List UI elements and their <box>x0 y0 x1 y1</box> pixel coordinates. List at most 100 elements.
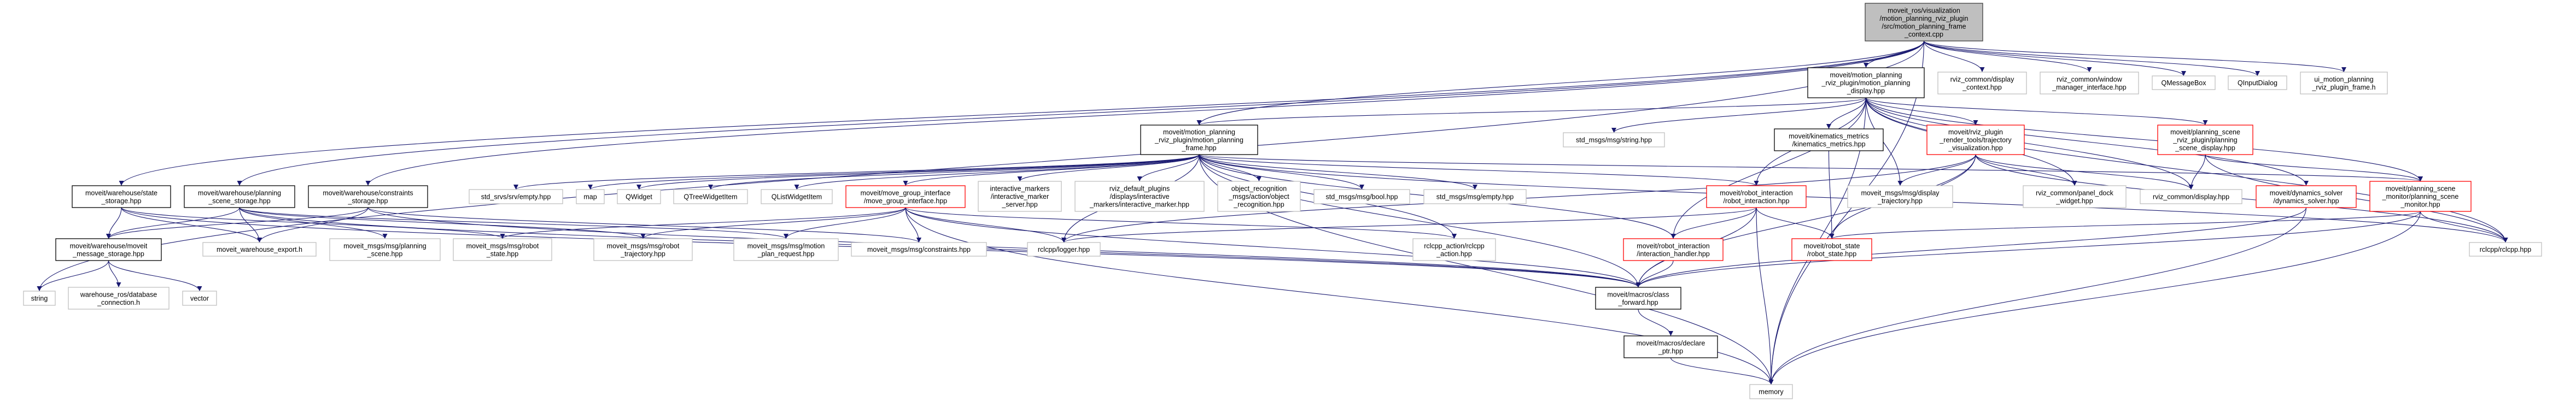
node-qlistwidgetitem[interactable]: QListWidgetItem <box>761 189 833 204</box>
node-rviz_display[interactable]: rviz_common/display.hpp <box>2140 189 2242 204</box>
node-box[interactable] <box>978 181 1062 212</box>
node-std_bool[interactable]: std_msgs/msg/bool.hpp <box>1313 189 1410 204</box>
node-box[interactable] <box>576 189 605 204</box>
node-box[interactable] <box>1217 181 1301 212</box>
node-box[interactable] <box>2023 185 2127 208</box>
node-rclcpp[interactable]: rclcpp/rclcpp.hpp <box>2469 242 2542 257</box>
node-box[interactable] <box>23 291 56 306</box>
node-class_forward[interactable]: moveit/macros/class_forward.hpp <box>1595 287 1681 310</box>
node-display_traj[interactable]: moveit_msgs/msg/display_trajectory.hpp <box>1847 185 1953 208</box>
node-box[interactable] <box>1807 67 1925 98</box>
node-box[interactable] <box>1027 242 1101 257</box>
node-root[interactable]: moveit_ros/visualization/motion_planning… <box>1865 3 1983 42</box>
node-msg_robot_traj[interactable]: moveit_msgs/msg/robot_trajectory.hpp <box>593 238 693 261</box>
node-box[interactable] <box>55 238 162 261</box>
node-robot_interaction[interactable]: moveit/robot_interaction/robot_interacti… <box>1706 185 1807 208</box>
node-box[interactable] <box>184 185 295 208</box>
node-box[interactable] <box>1749 384 1793 399</box>
node-box[interactable] <box>1140 125 1258 155</box>
node-constraints_storage[interactable]: moveit/warehouse/constraints_storage.hpp <box>308 185 428 208</box>
node-box[interactable] <box>2040 72 2139 94</box>
node-box[interactable] <box>845 185 966 208</box>
node-msg_robot_state[interactable]: moveit_msgs/msg/robot_state.hpp <box>453 238 552 261</box>
node-box[interactable] <box>1706 185 1807 208</box>
node-box[interactable] <box>68 287 170 310</box>
node-box[interactable] <box>1623 238 1724 261</box>
node-move_group[interactable]: moveit/move_group_interface/move_group_i… <box>845 185 966 208</box>
node-box[interactable] <box>308 185 428 208</box>
node-qwidget[interactable]: QWidget <box>617 189 661 204</box>
node-msg_constraints[interactable]: moveit_msgs/msg/constraints.hpp <box>851 242 987 257</box>
node-state_storage[interactable]: moveit/warehouse/state_storage.hpp <box>72 185 171 208</box>
node-box[interactable] <box>2369 181 2472 212</box>
node-panel_dock[interactable]: rviz_common/panel_dock_widget.hpp <box>2023 185 2127 208</box>
node-box[interactable] <box>1412 238 1496 261</box>
node-box[interactable] <box>1937 72 2027 94</box>
node-box[interactable] <box>2300 72 2388 94</box>
node-box[interactable] <box>1847 185 1953 208</box>
node-std_srvs_empty[interactable]: std_srvs/srv/empty.hpp <box>469 189 563 204</box>
node-box[interactable] <box>1623 335 1718 358</box>
node-qinputdialog[interactable]: QInputDialog <box>2228 75 2287 90</box>
node-ps_display[interactable]: moveit/planning_scene_rviz_plugin/planni… <box>2157 125 2253 155</box>
node-logger[interactable]: rclcpp/logger.hpp <box>1027 242 1101 257</box>
node-dyn_solver[interactable]: moveit/dynamics_solver/dynamics_solver.h… <box>2256 185 2357 208</box>
node-std_empty[interactable]: std_msgs/msg/empty.hpp <box>1423 189 1527 204</box>
node-box[interactable] <box>469 189 563 204</box>
node-robot_state[interactable]: moveit/robot_state/robot_state.hpp <box>1791 238 1872 261</box>
node-box[interactable] <box>733 238 839 261</box>
node-db_conn[interactable]: warehouse_ros/database_connection.h <box>68 287 170 310</box>
node-memory[interactable]: memory <box>1749 384 1793 399</box>
node-rviz_default[interactable]: rviz_default_plugins/displays/interactiv… <box>1074 181 1205 212</box>
node-msg_storage[interactable]: moveit/warehouse/moveit_message_storage.… <box>55 238 162 261</box>
node-mp_display[interactable]: moveit/motion_planning_rviz_plugin/motio… <box>1807 67 1925 98</box>
node-box[interactable] <box>617 189 661 204</box>
node-display_context[interactable]: rviz_common/display_context.hpp <box>1937 72 2027 94</box>
node-wh_export[interactable]: moveit_warehouse_export.h <box>202 242 317 257</box>
node-traj_vis[interactable]: moveit/rviz_plugin_render_tools/trajecto… <box>1926 125 2025 155</box>
node-box[interactable] <box>1774 128 1884 151</box>
node-window_manager[interactable]: rviz_common/window_manager_interface.hpp <box>2040 72 2139 94</box>
node-declare_ptr[interactable]: moveit/macros/declare_ptr.hpp <box>1623 335 1718 358</box>
node-box[interactable] <box>1563 132 1665 147</box>
node-qmessagebox[interactable]: QMessageBox <box>2152 75 2216 90</box>
node-box[interactable] <box>761 189 833 204</box>
node-vector[interactable]: vector <box>182 291 217 306</box>
node-box[interactable] <box>2469 242 2542 257</box>
node-box[interactable] <box>1313 189 1410 204</box>
node-box[interactable] <box>2228 75 2287 90</box>
node-rclcpp_action[interactable]: rclcpp_action/rclcpp_action.hpp <box>1412 238 1496 261</box>
node-box[interactable] <box>72 185 171 208</box>
node-im_server[interactable]: interactive_markers/interactive_marker_s… <box>978 181 1062 212</box>
node-box[interactable] <box>1865 3 1983 42</box>
node-ui_frame[interactable]: ui_motion_planning_rviz_plugin_frame.h <box>2300 72 2388 94</box>
node-qtreewidgetitem[interactable]: QTreeWidgetItem <box>673 189 748 204</box>
node-int_handler[interactable]: moveit/robot_interaction/interaction_han… <box>1623 238 1724 261</box>
node-map[interactable]: map <box>576 189 605 204</box>
node-ps_monitor[interactable]: moveit/planning_scene_monitor/planning_s… <box>2369 181 2472 212</box>
node-box[interactable] <box>1791 238 1872 261</box>
node-box[interactable] <box>593 238 693 261</box>
node-box[interactable] <box>851 242 987 257</box>
node-box[interactable] <box>2152 75 2216 90</box>
node-msg_mpr[interactable]: moveit_msgs/msg/motion_plan_request.hpp <box>733 238 839 261</box>
node-ps_storage[interactable]: moveit/warehouse/planning_scene_storage.… <box>184 185 295 208</box>
node-box[interactable] <box>673 189 748 204</box>
node-msg_ps[interactable]: moveit_msgs/msg/planning_scene.hpp <box>329 238 441 261</box>
node-box[interactable] <box>1595 287 1681 310</box>
node-box[interactable] <box>202 242 317 257</box>
node-box[interactable] <box>1926 125 2025 155</box>
node-box[interactable] <box>453 238 552 261</box>
node-box[interactable] <box>182 291 217 306</box>
node-box[interactable] <box>1423 189 1527 204</box>
node-mp_frame[interactable]: moveit/motion_planning_rviz_plugin/motio… <box>1140 125 1258 155</box>
node-string[interactable]: string <box>23 291 56 306</box>
node-kin_metrics[interactable]: moveit/kinematics_metrics/kinematics_met… <box>1774 128 1884 151</box>
node-box[interactable] <box>2140 189 2242 204</box>
node-box[interactable] <box>2256 185 2357 208</box>
node-object_recog[interactable]: object_recognition_msgs/action/object_re… <box>1217 181 1301 212</box>
node-box[interactable] <box>1074 181 1205 212</box>
node-box[interactable] <box>329 238 441 261</box>
node-std_string[interactable]: std_msgs/msg/string.hpp <box>1563 132 1665 147</box>
node-box[interactable] <box>2157 125 2253 155</box>
